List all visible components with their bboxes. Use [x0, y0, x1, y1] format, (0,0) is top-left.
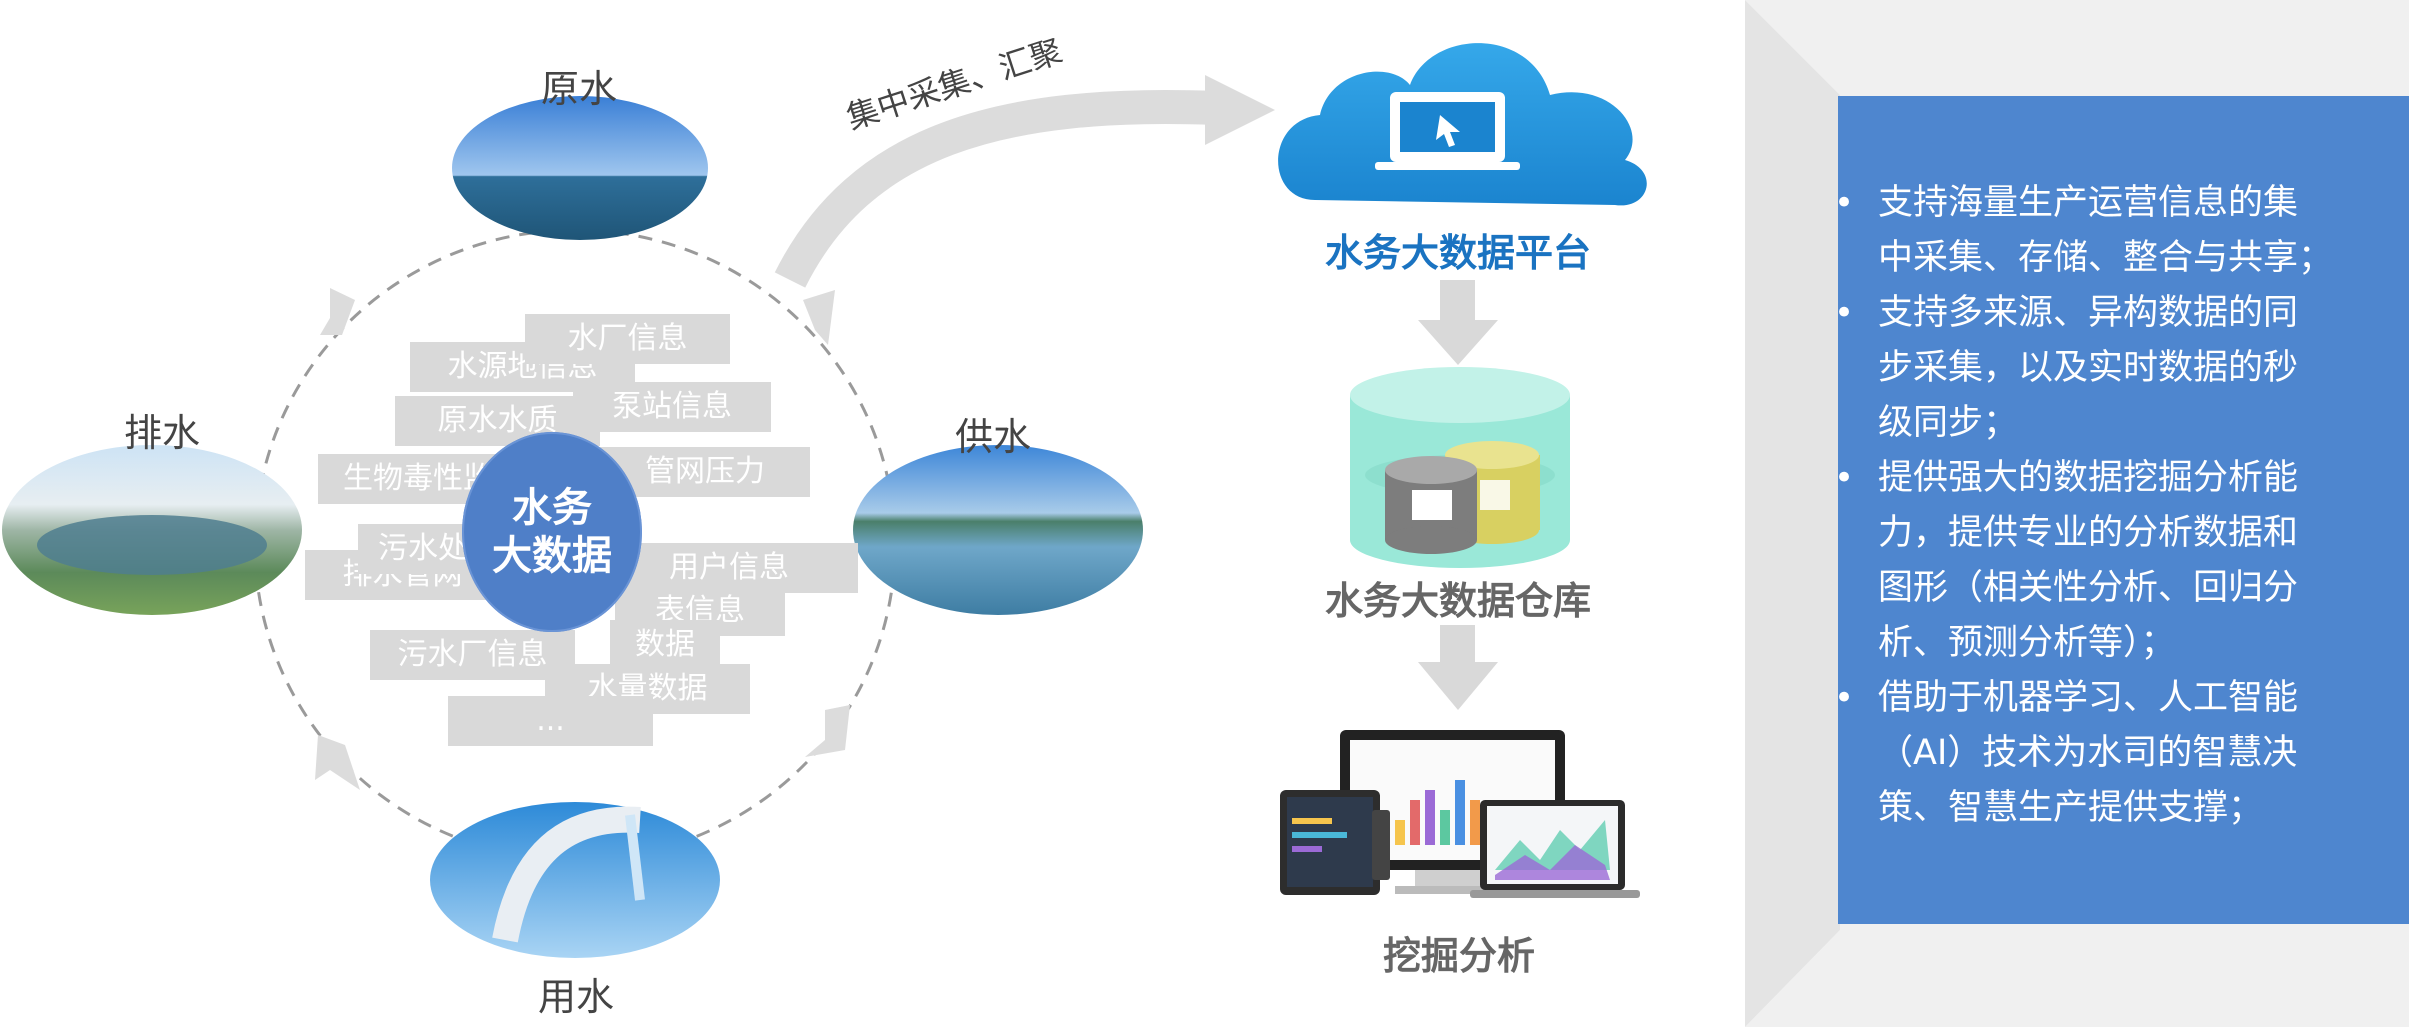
feature-line: 借助于机器学习、人工智能 — [1878, 678, 2299, 718]
feature-line: 级同步； — [1878, 403, 2019, 443]
info-tag: 污水厂信息 — [370, 630, 575, 680]
center-line-2: 大数据 — [492, 533, 612, 579]
center-line-1: 水务 — [512, 485, 592, 531]
down-arrow-1 — [1418, 280, 1498, 365]
feature-item: 借助于机器学习、人工智能 （AI）技术为水司的智慧决 策、智慧生产提供支撑； — [1834, 671, 2398, 836]
node-label-supply-water: 供水 — [955, 415, 1032, 459]
info-tag: 原水水质 — [395, 396, 600, 446]
feature-line: 策、智慧生产提供支撑； — [1878, 788, 2264, 828]
feature-line: 图形（相关性分析、回归分 — [1878, 568, 2299, 608]
info-tag: 用户信息 — [600, 543, 858, 593]
info-tag: 管网压力 — [600, 447, 810, 497]
supply-water-photo — [853, 445, 1143, 615]
feature-line: 力，提供专业的分析数据和 — [1878, 513, 2299, 553]
feature-line: 支持多来源、异构数据的同 — [1878, 293, 2299, 333]
feature-line: 提供强大的数据挖掘分析能 — [1878, 458, 2299, 498]
feature-panel: 支持海量生产运营信息的集 中采集、存储、整合与共享； 支持多来源、异构数据的同 … — [1834, 96, 2409, 924]
collect-arrow — [774, 90, 1216, 288]
feature-list: 支持海量生产运营信息的集 中采集、存储、整合与共享； 支持多来源、异构数据的同 … — [1834, 176, 2398, 836]
feature-line: 支持海量生产运营信息的集 — [1878, 183, 2299, 223]
analysis-label: 挖掘分析 — [1383, 934, 1536, 978]
down-arrow-2 — [1418, 625, 1498, 710]
info-tag: 水厂信息 — [525, 314, 730, 364]
feature-item: 支持海量生产运营信息的集 中采集、存储、整合与共享； — [1834, 176, 2398, 286]
info-tag: 泵站信息 — [573, 382, 771, 432]
cycle-arrow-bottomright — [805, 705, 850, 757]
cycle-arrow-bottomleft — [315, 735, 360, 790]
platform-label: 水务大数据平台 — [1325, 231, 1592, 275]
cycle-arrow-topright — [803, 290, 835, 345]
database-icon — [1350, 367, 1570, 568]
feature-line: （AI）技术为水司的智慧决 — [1878, 733, 2298, 773]
feature-line: 析、预测分析等）； — [1878, 623, 2176, 663]
info-tag: ... — [448, 696, 653, 746]
feature-line: 步采集，以及实时数据的秒 — [1878, 348, 2299, 388]
info-tag: 数据 — [610, 620, 720, 670]
cycle-arrow-topleft — [320, 288, 355, 335]
raw-water-photo — [452, 96, 708, 240]
feature-item: 支持多来源、异构数据的同 步采集，以及实时数据的秒 级同步； — [1834, 286, 2398, 451]
feature-line: 中采集、存储、整合与共享； — [1878, 238, 2334, 278]
node-label-use-water: 用水 — [538, 975, 615, 1019]
node-label-drain-water: 排水 — [124, 411, 201, 455]
cloud-icon — [1278, 43, 1647, 206]
warehouse-label: 水务大数据仓库 — [1325, 579, 1592, 623]
feature-item: 提供强大的数据挖掘分析能 力，提供专业的分析数据和 图形（相关性分析、回归分 析… — [1834, 451, 2398, 671]
center-bubble: 水务 大数据 — [462, 432, 642, 632]
node-label-raw-water: 原水 — [541, 67, 618, 111]
devices-icon — [1280, 730, 1640, 898]
